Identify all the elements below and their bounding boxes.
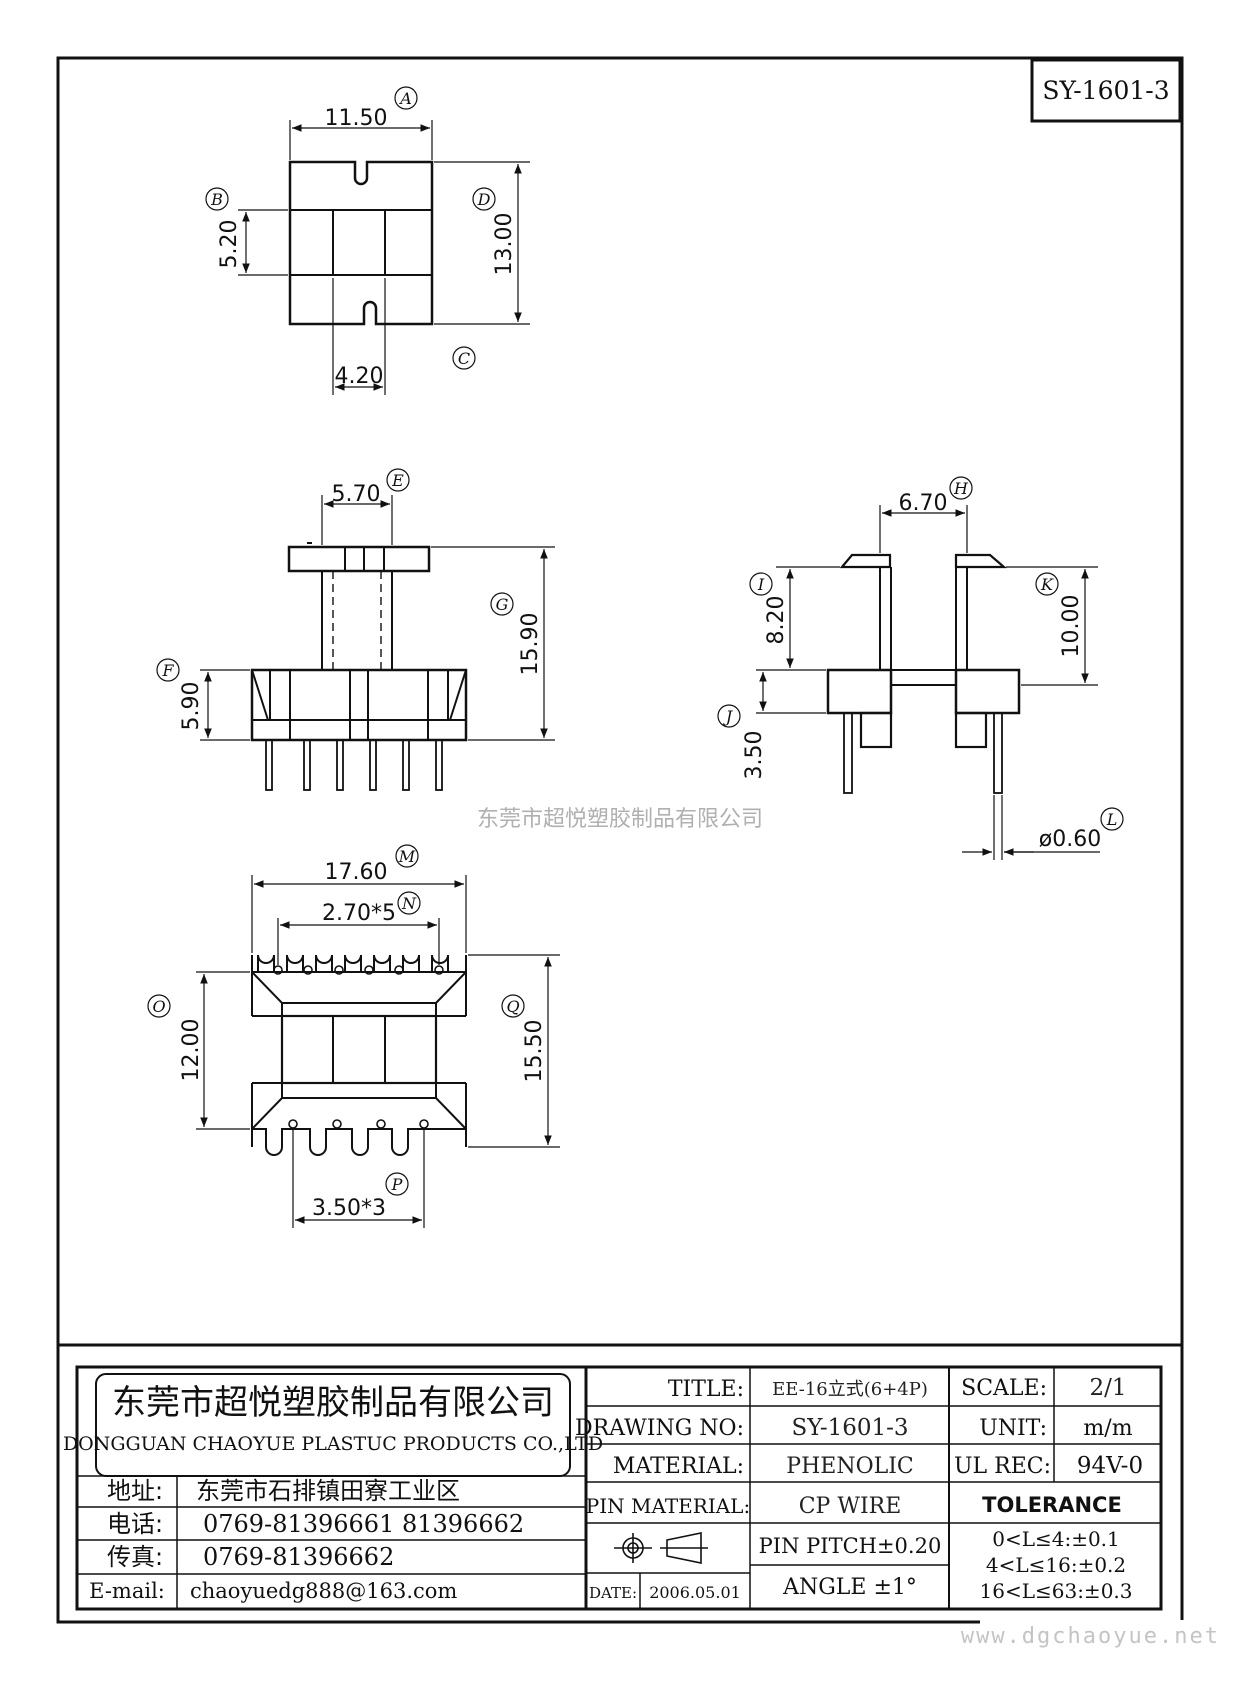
pin-material-value: CP WIRE bbox=[799, 1494, 902, 1519]
svg-text:C: C bbox=[458, 349, 470, 368]
svg-text:D: D bbox=[477, 190, 491, 209]
ref-label-p: P bbox=[385, 1172, 409, 1196]
date-label: DATE: bbox=[589, 1584, 637, 1602]
svg-text:P: P bbox=[391, 1175, 403, 1194]
projection-symbol-icon bbox=[614, 1532, 708, 1564]
drawing-number-box: SY-1601-3 bbox=[1030, 58, 1182, 123]
company-name-en: DONGGUAN CHAOYUE PLASTUC PRODUCTS CO.,LT… bbox=[63, 1433, 603, 1455]
pin-pitch-text: PIN PITCH±0.20 bbox=[759, 1534, 942, 1558]
ref-label-j: J bbox=[717, 704, 741, 728]
side-view bbox=[756, 505, 1100, 860]
bottom-view bbox=[196, 875, 560, 1228]
svg-text:Q: Q bbox=[506, 997, 519, 1016]
svg-text:L: L bbox=[1106, 810, 1118, 829]
dim-bottom-pitch-top: 2.70*5 bbox=[322, 901, 396, 926]
date-value: 2006.05.01 bbox=[649, 1583, 741, 1602]
scale-value: 2/1 bbox=[1089, 1375, 1126, 1401]
ref-label-m: M bbox=[395, 844, 419, 868]
ref-label-g: G bbox=[490, 592, 514, 616]
svg-text:I: I bbox=[757, 575, 765, 594]
dim-side-total: 10.00 bbox=[1059, 595, 1084, 658]
svg-text:K: K bbox=[1040, 575, 1054, 594]
title-label: TITLE: bbox=[668, 1377, 744, 1402]
unit-label: UNIT: bbox=[979, 1416, 1047, 1441]
dim-bottom-outer: 15.50 bbox=[522, 1020, 547, 1083]
dim-top-height: 13.00 bbox=[492, 213, 517, 276]
dim-top-gap: 4.20 bbox=[335, 364, 384, 389]
address-value: 东莞市石排镇田寮工业区 bbox=[196, 1477, 460, 1505]
svg-text:E: E bbox=[391, 471, 404, 490]
ref-label-q: Q bbox=[501, 994, 525, 1018]
drawing-no-value: SY-1601-3 bbox=[791, 1415, 908, 1441]
svg-text:N: N bbox=[401, 894, 417, 913]
ref-label-d: D bbox=[472, 187, 496, 211]
ref-label-k: K bbox=[1035, 572, 1059, 596]
svg-text:O: O bbox=[152, 997, 165, 1016]
dim-side-pin-dia: ø0.60 bbox=[1039, 827, 1101, 852]
unit-value: m/m bbox=[1083, 1416, 1132, 1441]
ref-label-b: B bbox=[205, 187, 229, 211]
company-name-cn: 东莞市超悦塑胶制品有限公司 bbox=[112, 1383, 554, 1423]
svg-text:F: F bbox=[161, 661, 174, 680]
dim-side-upper: 8.20 bbox=[764, 596, 789, 645]
ul-rec-value: 94V-0 bbox=[1077, 1453, 1143, 1479]
title-value: EE-16立式(6+4P) bbox=[772, 1379, 928, 1400]
tolerance-row-2: 4<L≤16:±0.2 bbox=[986, 1553, 1126, 1577]
tolerance-row-1: 0<L≤4:±0.1 bbox=[992, 1527, 1120, 1551]
address-label: 地址: bbox=[107, 1477, 163, 1505]
material-label: MATERIAL: bbox=[613, 1454, 744, 1479]
tolerance-row-3: 16<L≤63:±0.3 bbox=[980, 1579, 1133, 1603]
tel-value: 0769-81396661 81396662 bbox=[203, 1510, 524, 1538]
email-value: chaoyuedg888@163.com bbox=[190, 1579, 457, 1603]
dim-front-base: 5.90 bbox=[179, 682, 204, 731]
svg-text:H: H bbox=[953, 479, 969, 498]
drawing-number-box-text: SY-1601-3 bbox=[1042, 76, 1169, 105]
svg-text:J: J bbox=[723, 707, 734, 726]
tel-label: 电话: bbox=[107, 1510, 163, 1538]
site-url-background bbox=[980, 1620, 1220, 1650]
ref-label-n: N bbox=[397, 891, 421, 915]
ref-label-i: I bbox=[749, 572, 773, 596]
angle-text: ANGLE ±1° bbox=[782, 1575, 917, 1600]
site-url: www.dgchaoyue.net bbox=[961, 1624, 1220, 1649]
ref-label-a: A bbox=[394, 86, 418, 110]
tolerance-label: TOLERANCE bbox=[982, 1493, 1122, 1517]
svg-text:G: G bbox=[496, 595, 509, 614]
dim-bottom-inner: 12.00 bbox=[179, 1019, 204, 1082]
ref-label-e: E bbox=[386, 468, 410, 492]
dim-front-core: 5.70 bbox=[332, 482, 381, 507]
fax-label: 传真: bbox=[107, 1543, 163, 1571]
dim-bottom-width: 17.60 bbox=[325, 860, 388, 885]
ref-label-o: O bbox=[147, 994, 171, 1018]
dim-side-pin: 3.50 bbox=[742, 731, 767, 780]
drawing-frame bbox=[56, 56, 1184, 1624]
ref-label-l: L bbox=[1100, 807, 1124, 831]
svg-text:A: A bbox=[398, 89, 412, 108]
dim-top-width: 11.50 bbox=[325, 106, 388, 131]
material-value: PHENOLIC bbox=[786, 1454, 913, 1479]
email-label: E-mail: bbox=[89, 1579, 165, 1603]
svg-text:M: M bbox=[398, 847, 416, 866]
dim-front-total: 15.90 bbox=[518, 613, 543, 676]
top-view bbox=[238, 120, 530, 395]
pin-material-label: PIN MATERIAL: bbox=[586, 1494, 750, 1518]
ref-label-c: C bbox=[452, 346, 476, 370]
dim-bottom-pitch-bottom: 3.50*3 bbox=[312, 1196, 386, 1221]
svg-text:B: B bbox=[210, 190, 223, 209]
front-view bbox=[200, 495, 555, 791]
dim-top-slot: 5.20 bbox=[217, 220, 242, 269]
dim-side-core: 6.70 bbox=[899, 491, 948, 516]
scale-label: SCALE: bbox=[961, 1376, 1047, 1401]
title-block bbox=[58, 1343, 1182, 1611]
drawing-no-label: DRAWING NO: bbox=[575, 1416, 744, 1441]
watermark-text: 东莞市超悦塑胶制品有限公司 bbox=[477, 807, 763, 832]
ref-label-h: H bbox=[949, 476, 973, 500]
ul-rec-label: UL REC: bbox=[954, 1454, 1051, 1479]
fax-value: 0769-81396662 bbox=[203, 1543, 394, 1571]
ref-label-f: F bbox=[156, 658, 180, 682]
